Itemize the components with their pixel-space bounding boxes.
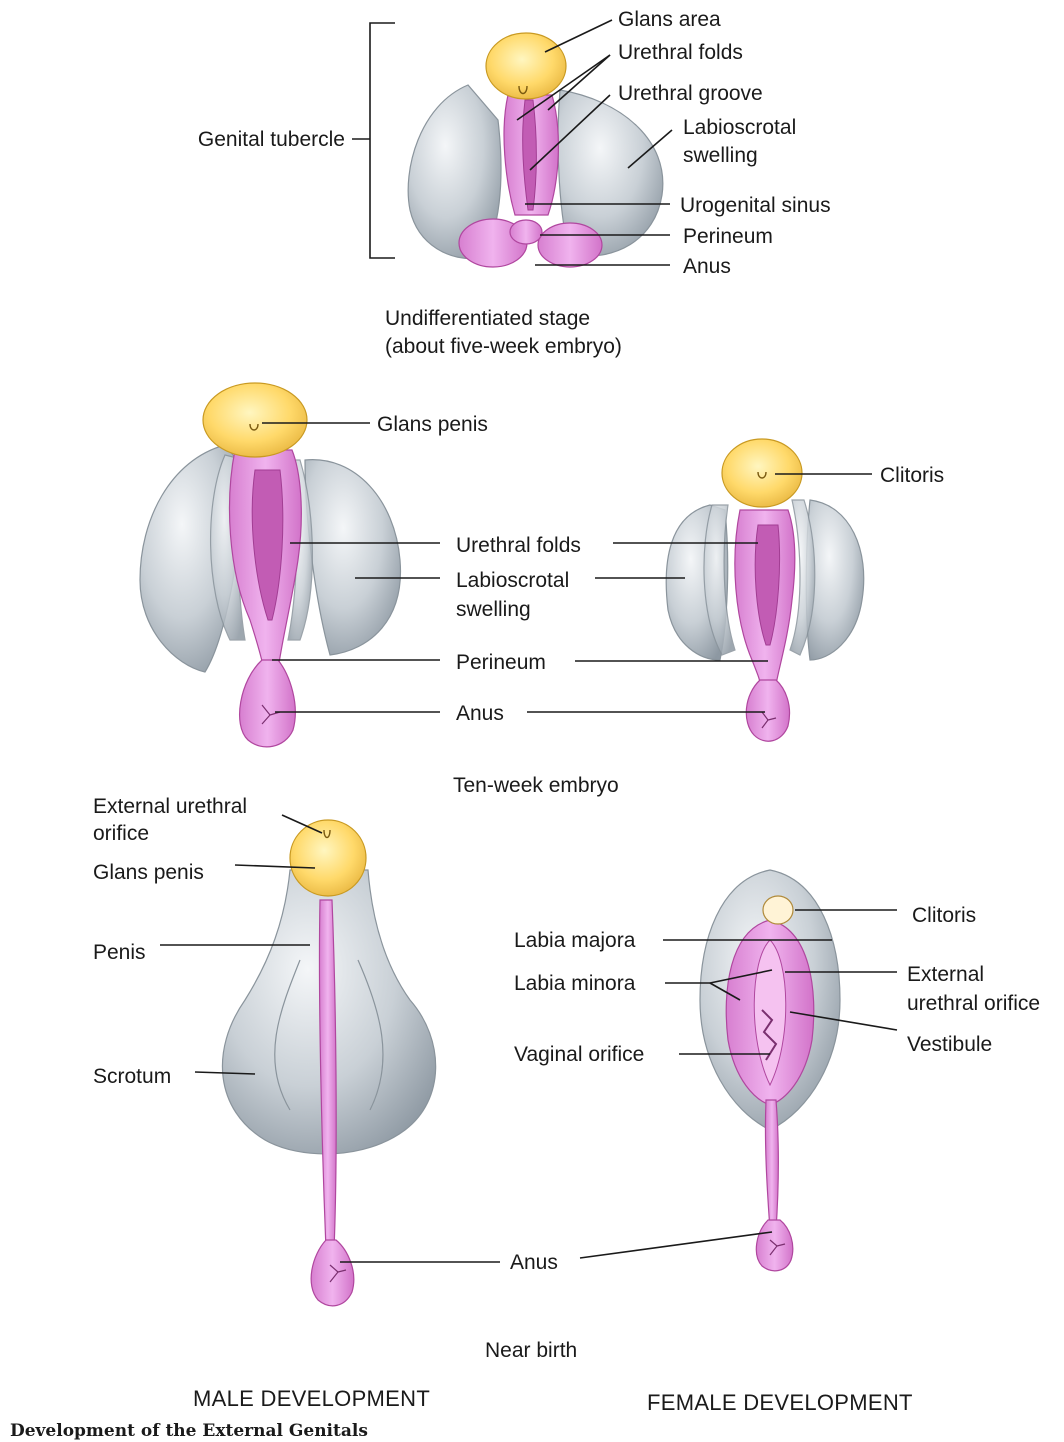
label-perineum-10wk: Perineum <box>456 651 546 674</box>
label-urethral-orifice: urethral orifice <box>907 992 1040 1015</box>
label-external-urethral: External urethral <box>93 795 247 818</box>
label-anus-10wk: Anus <box>456 702 504 725</box>
label-urethral-groove: Urethral groove <box>618 82 763 105</box>
heading-female-development: FEMALE DEVELOPMENT <box>647 1390 913 1415</box>
heading-male-development: MALE DEVELOPMENT <box>193 1386 430 1411</box>
label-glans-area: Glans area <box>618 8 721 31</box>
label-vaginal-orifice: Vaginal orifice <box>514 1043 644 1066</box>
caption-undifferentiated-stage: Undifferentiated stage <box>385 307 590 330</box>
label-labioscrotal-10wk: Labioscrotal <box>456 569 569 592</box>
label-anus-birth: Anus <box>510 1251 558 1274</box>
label-vestibule: Vestibule <box>907 1033 992 1056</box>
label-glans-penis-10wk: Glans penis <box>377 413 488 436</box>
ten-week-male-illustration <box>140 383 400 747</box>
label-labioscrotal: Labioscrotal <box>683 116 796 139</box>
label-glans-penis-birth: Glans penis <box>93 861 204 884</box>
caption-five-week-embryo: (about five-week embryo) <box>385 335 622 358</box>
near-birth-male-illustration <box>222 820 435 1306</box>
label-external: External <box>907 963 984 986</box>
label-swelling: swelling <box>683 144 758 167</box>
figure-title: Development of the External Genitals <box>10 1421 368 1441</box>
label-orifice: orifice <box>93 822 149 845</box>
label-clitoris-birth: Clitoris <box>912 904 976 927</box>
label-urogenital-sinus: Urogenital sinus <box>680 194 831 217</box>
label-labia-minora: Labia minora <box>514 972 636 995</box>
label-anus: Anus <box>683 255 731 278</box>
label-penis: Penis <box>93 941 146 964</box>
ten-week-female-illustration <box>666 439 864 741</box>
near-birth-female-illustration <box>700 870 840 1271</box>
label-scrotum: Scrotum <box>93 1065 171 1088</box>
label-genital-tubercle: Genital tubercle <box>198 128 345 151</box>
label-urethral-folds: Urethral folds <box>618 41 743 64</box>
undifferentiated-illustration <box>408 33 663 267</box>
label-perineum: Perineum <box>683 225 773 248</box>
label-clitoris-10wk: Clitoris <box>880 464 944 487</box>
label-urethral-folds-10wk: Urethral folds <box>456 534 581 557</box>
label-labia-majora: Labia majora <box>514 929 636 952</box>
label-swelling-10wk: swelling <box>456 598 531 621</box>
caption-ten-week-embryo: Ten-week embryo <box>453 774 619 797</box>
caption-near-birth: Near birth <box>485 1339 577 1362</box>
